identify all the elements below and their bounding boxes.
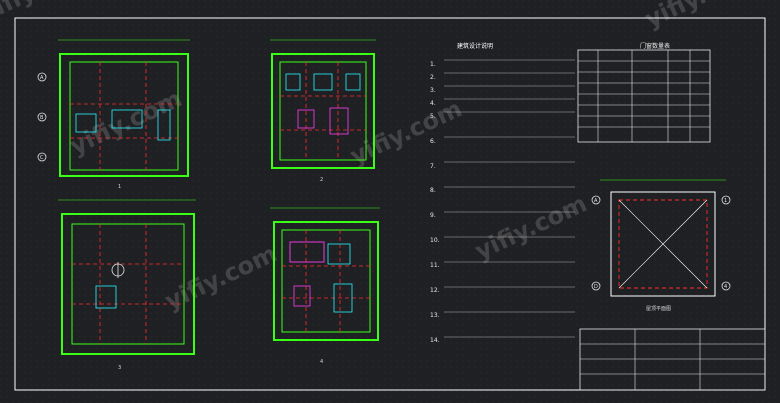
design-notes: 建筑设计说明 1. 2. 3. 4. 5. 6. 7. 8. 9. 10. 11… bbox=[430, 42, 575, 344]
dimension-lines bbox=[58, 39, 726, 209]
axis-label-b: B bbox=[40, 115, 44, 121]
roof-axis-1: 1 bbox=[724, 198, 727, 204]
plan-top-left: A B C 1 bbox=[37, 53, 189, 190]
axis-label-c: C bbox=[40, 155, 44, 161]
top-left-plan-label: 1 bbox=[118, 184, 121, 190]
roof-plan-title: 屋顶平面图 bbox=[646, 306, 671, 312]
note-14: 14. bbox=[430, 337, 440, 344]
note-5: 5. bbox=[430, 113, 436, 120]
top-middle-plan-label: 2 bbox=[320, 177, 323, 183]
note-4: 4. bbox=[430, 100, 436, 107]
notes-title: 建筑设计说明 bbox=[457, 42, 493, 50]
roof-axis-4: 4 bbox=[724, 284, 727, 290]
note-1: 1. bbox=[430, 61, 436, 68]
note-8: 8. bbox=[430, 187, 436, 194]
note-11: 11. bbox=[430, 262, 440, 269]
note-3: 3. bbox=[430, 87, 436, 94]
note-7: 7. bbox=[430, 163, 436, 170]
table-title: 门窗数量表 bbox=[640, 42, 670, 50]
roof-axis-a: A bbox=[594, 198, 598, 204]
bottom-left-plan-label: 3 bbox=[118, 365, 121, 371]
note-13: 13. bbox=[430, 312, 440, 319]
roof-plan: A D 1 4 屋顶平面图 bbox=[591, 191, 731, 312]
door-window-table: 门窗数量表 bbox=[577, 42, 711, 143]
note-12: 12. bbox=[430, 287, 440, 294]
axis-label-a: A bbox=[40, 75, 44, 81]
note-2: 2. bbox=[430, 74, 436, 81]
plan-bottom-left: 3 bbox=[61, 213, 195, 371]
plan-top-middle: 2 bbox=[271, 53, 375, 183]
bottom-middle-plan-label: 4 bbox=[320, 359, 323, 365]
title-block bbox=[579, 328, 766, 391]
roof-axis-d: D bbox=[594, 284, 598, 290]
note-6: 6. bbox=[430, 138, 436, 145]
note-10: 10. bbox=[430, 237, 440, 244]
note-9: 9. bbox=[430, 212, 436, 219]
plan-bottom-middle: 4 bbox=[273, 221, 379, 365]
